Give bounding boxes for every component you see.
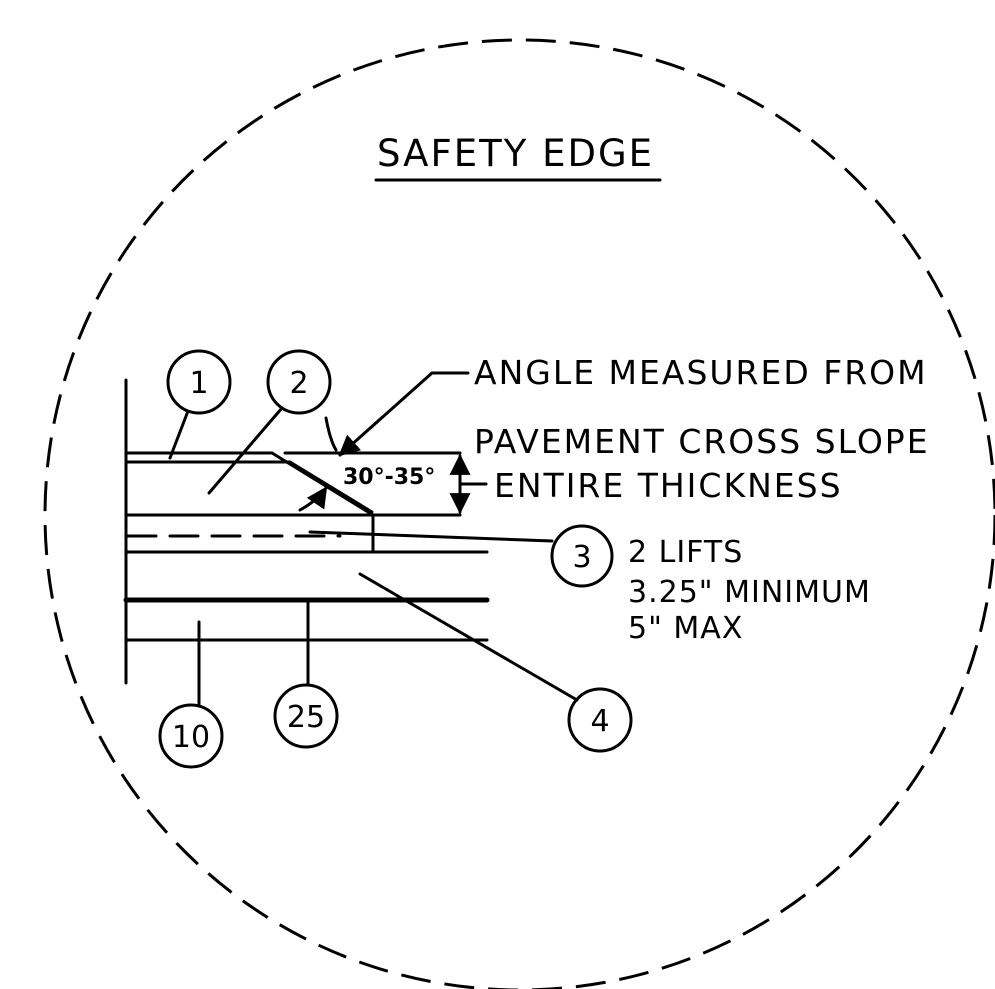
angle-arc	[298, 486, 328, 512]
callout-bubble-3	[550, 524, 614, 588]
callout-bubble-10-number: 10	[172, 720, 210, 755]
callout-bubble-4-number: 4	[590, 704, 609, 739]
callout-bubble-10	[158, 703, 224, 769]
callout-leader-1	[168, 409, 190, 460]
angle-range-label: 30°-35°	[343, 465, 435, 490]
safety-edge-slope-inner	[288, 460, 374, 514]
callout-bubble-4	[567, 687, 633, 753]
safety-edge-slope-outer	[270, 451, 375, 517]
callout-bubble-2	[266, 349, 332, 415]
callout-bubble-2-number: 2	[289, 366, 308, 401]
callout-leader-2	[207, 406, 284, 495]
callout-bubble-1	[166, 349, 232, 415]
angle-measured-line2: PAVEMENT CROSS SLOPE	[474, 422, 930, 461]
detail-title: SAFETY EDGE	[377, 132, 654, 175]
callout-bubble-1-number: 1	[189, 366, 208, 401]
callout-bubble-25-number: 25	[287, 700, 325, 735]
entire-thickness-label: ENTIRE THICKNESS	[494, 466, 843, 505]
lifts-note-line1: 2 LIFTS	[628, 535, 743, 570]
callout-bubble-3-number: 3	[572, 540, 591, 575]
callout-bubble-25	[273, 683, 339, 749]
angle-leader-curve	[324, 416, 338, 452]
angle-leader-line	[338, 371, 470, 457]
callout-leader-3	[308, 530, 554, 543]
lifts-note-line3: 5" MAX	[628, 611, 743, 646]
angle-measured-line1: ANGLE MEASURED FROM	[474, 353, 928, 392]
lifts-note-line2: 3.25" MINIMUM	[628, 575, 871, 610]
callout-leader-4	[358, 572, 579, 702]
